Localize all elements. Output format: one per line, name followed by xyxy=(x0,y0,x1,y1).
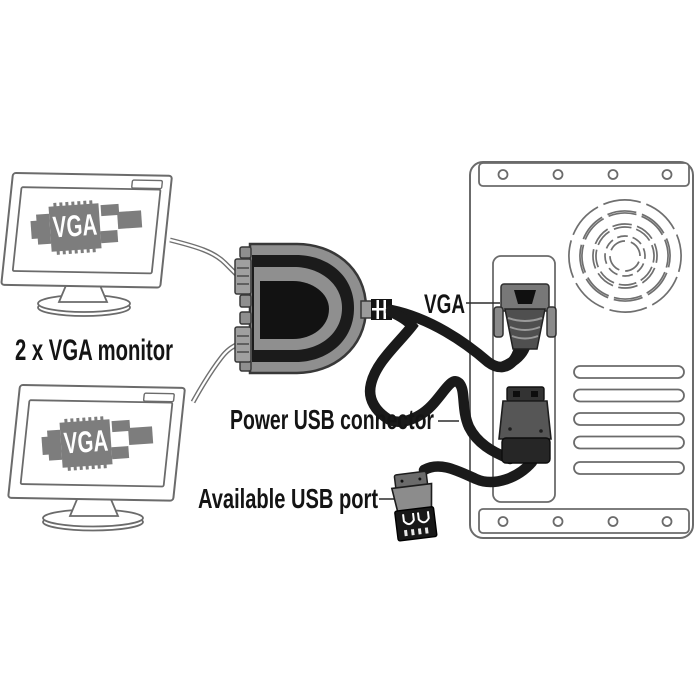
vga-splitter xyxy=(234,242,392,375)
usb-port-dot xyxy=(418,477,422,481)
icon-teeth-top xyxy=(64,416,105,424)
tower-top-rail xyxy=(478,162,690,187)
vent-slot xyxy=(573,461,685,475)
icon-stub-2 xyxy=(117,210,143,229)
vga-cable-icon: VGA xyxy=(30,200,143,255)
label-power-usb: Power USB connector xyxy=(230,404,434,435)
tower-top-screws xyxy=(497,169,673,180)
splitter-center xyxy=(260,281,329,339)
monitor-top-screen-label: VGA xyxy=(52,209,98,245)
screw-hole xyxy=(661,516,673,527)
screw-post xyxy=(239,294,252,308)
monitor-top-stand xyxy=(37,282,131,317)
label-vga: VGA xyxy=(424,289,465,319)
usb-port-face xyxy=(394,506,438,542)
usb-contact-pin xyxy=(404,529,408,537)
splitter-vga-port-2 xyxy=(234,326,252,363)
thumbscrew-right xyxy=(546,306,557,338)
usb-contact-slot xyxy=(416,511,430,524)
usb-contact-slot xyxy=(402,512,415,526)
monitor-top-badge xyxy=(131,179,164,190)
icon-plug-face xyxy=(36,213,52,245)
monitor-cables xyxy=(169,237,240,404)
usb-port-dot xyxy=(400,479,404,483)
usb-plug-dot xyxy=(508,427,512,431)
vent-slot xyxy=(573,388,685,403)
vent-slot xyxy=(573,412,685,426)
relief-slit xyxy=(372,308,391,311)
port-ridges xyxy=(237,335,249,353)
usb-plug-pin xyxy=(513,391,520,397)
screw-hole xyxy=(552,516,564,527)
usb-contact-pin xyxy=(410,529,415,536)
port-ridges xyxy=(237,267,249,285)
monitor-bottom-cable xyxy=(190,341,240,404)
usb-power-connector xyxy=(498,386,552,464)
monitor-bottom-stand xyxy=(42,496,144,532)
fan-ring xyxy=(568,199,682,313)
icon-stub-3 xyxy=(100,230,119,244)
screw-post xyxy=(239,246,252,259)
screw-hole xyxy=(607,169,619,180)
monitor-top: VGA xyxy=(0,172,173,317)
usb-plug-dot xyxy=(539,429,543,433)
icon-stub-3 xyxy=(111,446,130,460)
screw-hole xyxy=(497,169,509,180)
icon-stub-2 xyxy=(128,426,154,445)
screw-hole xyxy=(607,516,619,527)
tower-bottom-rail xyxy=(478,508,690,534)
label-available-usb: Available USB port xyxy=(198,483,378,514)
usb-contact-pin xyxy=(417,528,422,535)
fan-ring xyxy=(581,212,669,300)
vent-slot xyxy=(573,365,685,379)
monitor-top-cable-core xyxy=(169,238,239,277)
usb-plug-tip xyxy=(506,386,545,402)
icon-stub-1 xyxy=(100,203,120,217)
icon-body xyxy=(59,419,113,468)
tower-vent-slots xyxy=(573,365,685,475)
fan-ring xyxy=(592,223,658,289)
tower-bottom-screws xyxy=(497,516,673,527)
screw-hole xyxy=(497,516,509,527)
relief-nub xyxy=(360,300,373,319)
usb-power-cable xyxy=(364,306,516,465)
fan-ring xyxy=(579,210,671,302)
splitter-screw-posts xyxy=(239,246,252,372)
icon-plug-face xyxy=(47,429,63,461)
monitor-top-cable xyxy=(169,237,240,278)
vga-shell-opening xyxy=(514,290,536,304)
icon-body xyxy=(48,203,102,252)
fan-ring xyxy=(609,240,641,272)
vent-slot xyxy=(573,435,685,450)
screw-hole xyxy=(661,169,673,180)
monitor-bottom-cable-core xyxy=(192,343,239,403)
monitor-bottom-badge xyxy=(142,392,175,403)
icon-plug-tip xyxy=(30,220,39,240)
icon-stub-1 xyxy=(111,419,131,433)
icon-plug-tip xyxy=(41,436,50,456)
screw-post xyxy=(239,311,252,325)
usb-plug-body xyxy=(498,400,552,440)
splitter-vga-port-1 xyxy=(234,258,252,295)
usb-contact-pin xyxy=(424,527,429,534)
thumbscrew-left xyxy=(493,306,504,338)
icon-teeth-top xyxy=(53,200,94,208)
vga-connector xyxy=(493,283,557,373)
usb-plug-shield xyxy=(501,437,551,464)
usb-passthrough-cable xyxy=(418,456,538,488)
usb-plug-pin xyxy=(531,391,538,397)
vga-boot-ribs xyxy=(507,317,543,340)
vga-cable-icon: VGA xyxy=(41,416,154,471)
label-monitors: 2 x VGA monitor xyxy=(15,334,173,367)
fan-ring xyxy=(595,226,655,286)
usb-available-port xyxy=(390,470,438,542)
monitor-bottom-screen-label: VGA xyxy=(63,425,109,461)
icon-teeth-bottom xyxy=(56,247,97,255)
icon-teeth-bottom xyxy=(67,463,108,471)
screw-hole xyxy=(552,169,564,180)
monitor-bottom: VGA xyxy=(7,384,186,532)
